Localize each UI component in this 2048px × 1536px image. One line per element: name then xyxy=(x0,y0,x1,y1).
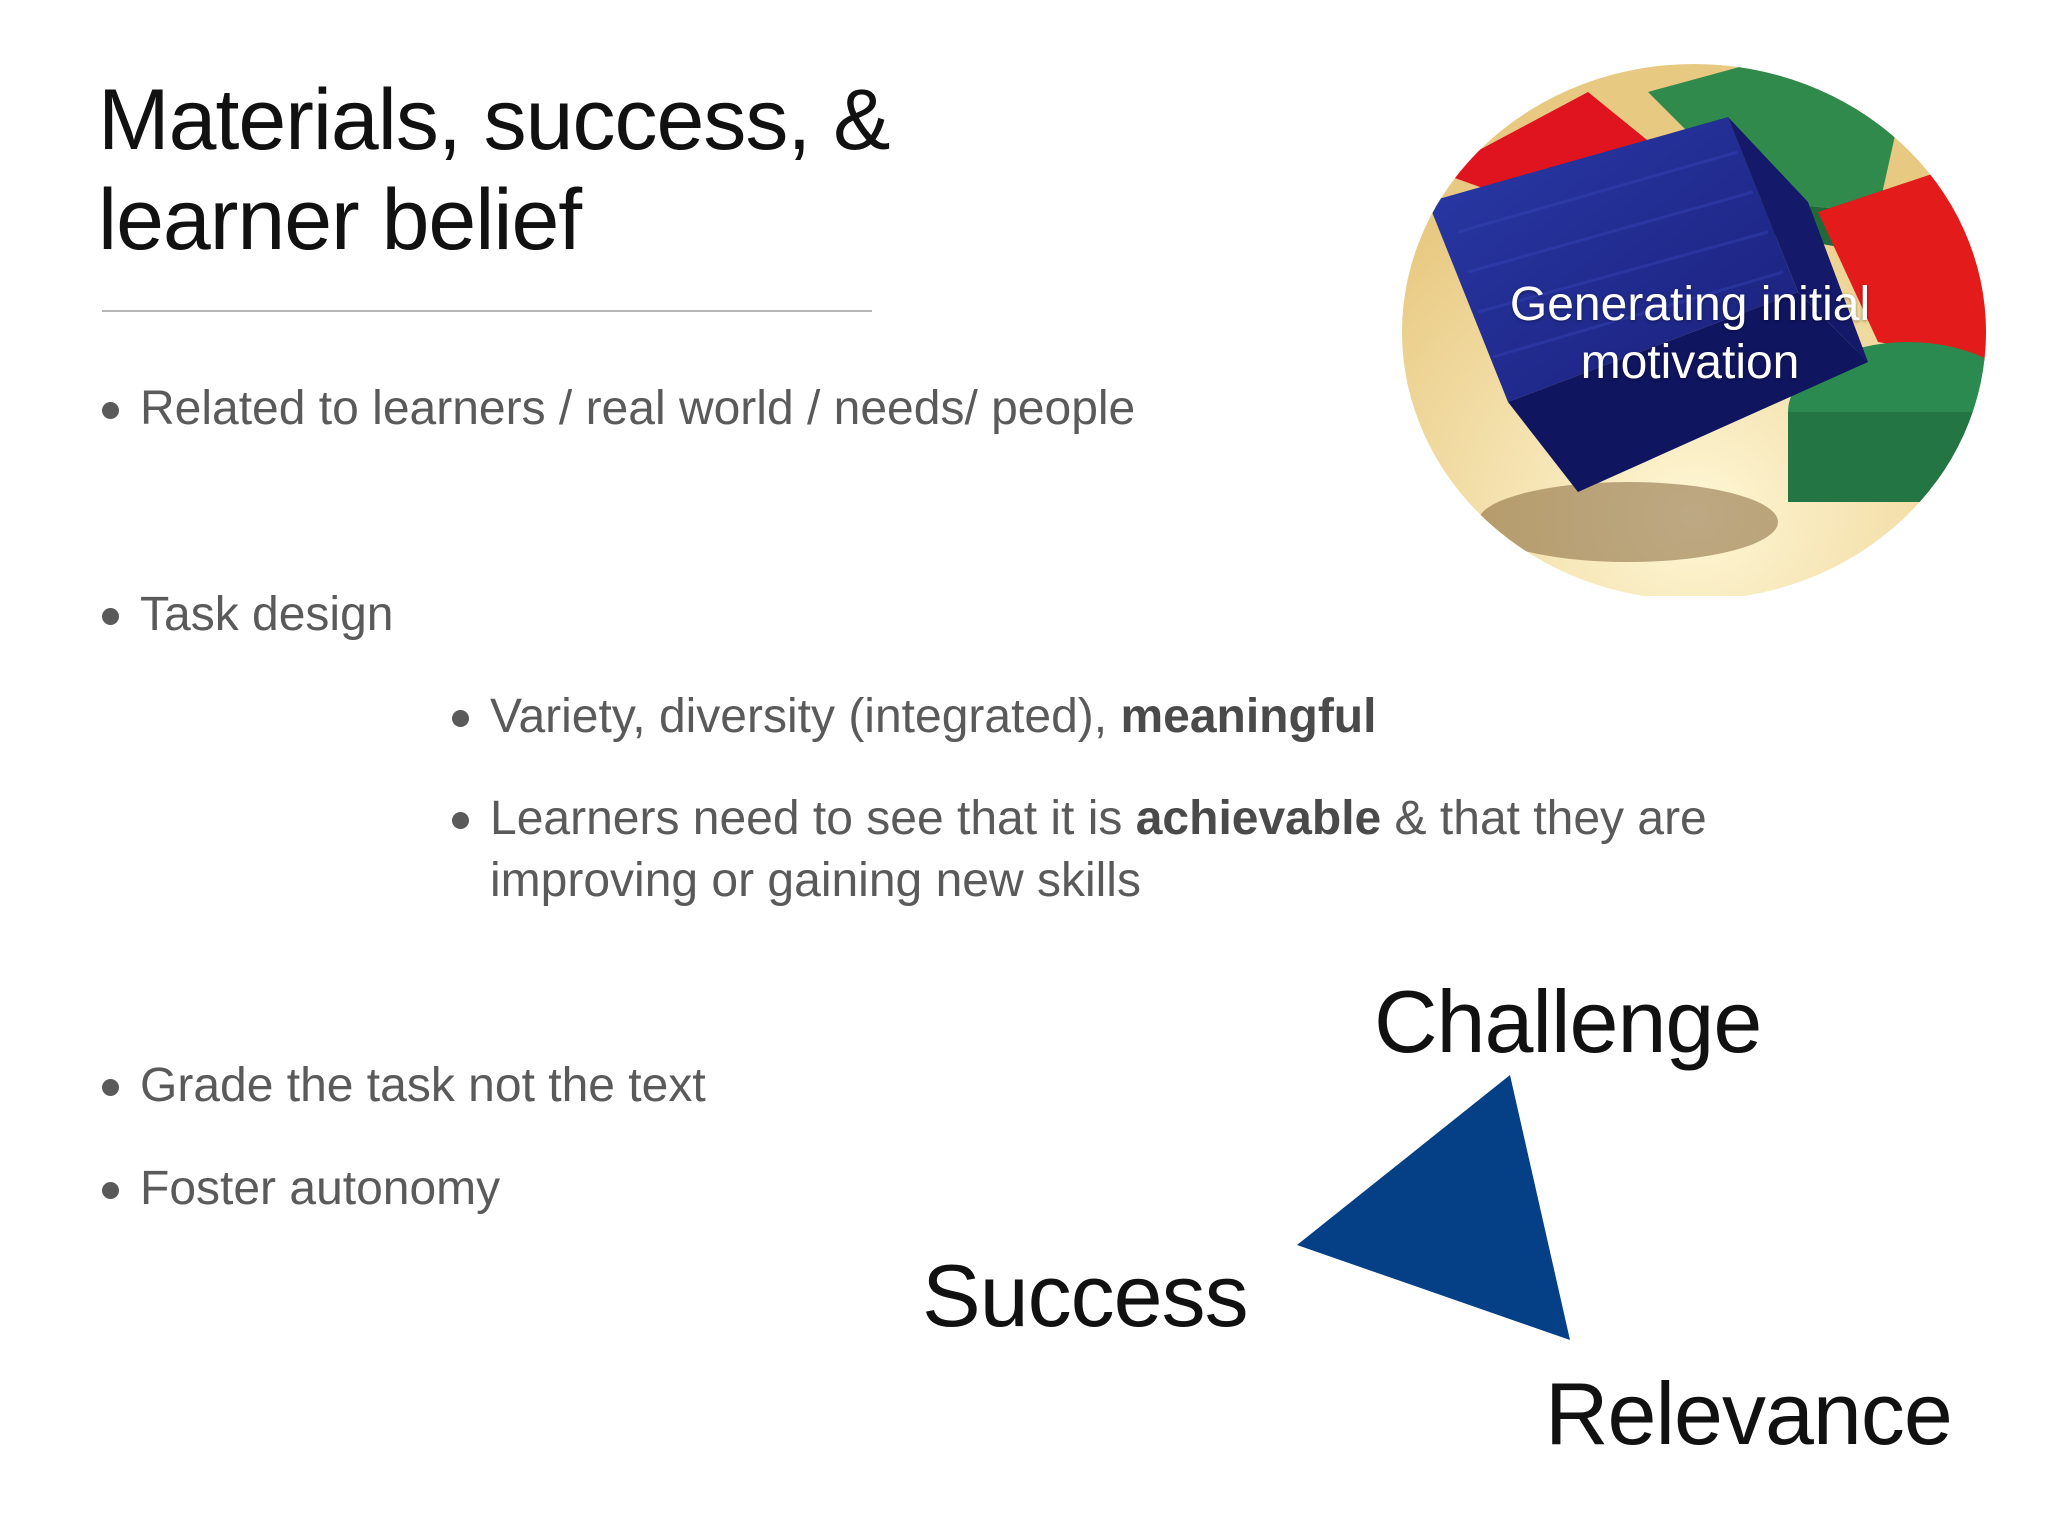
bullet-grade-task: Grade the task not the text xyxy=(100,1055,706,1117)
subbullet-achievable-text-1: Learners need to see that it is xyxy=(490,792,1136,845)
subbullet-achievable: Learners need to see that it is achievab… xyxy=(450,788,1890,912)
triangle-label-challenge: Challenge xyxy=(1374,972,1762,1071)
title-line-2: learner belief xyxy=(98,172,582,268)
title-divider xyxy=(102,310,872,312)
photo-caption: Generating initial motivation xyxy=(1509,278,1871,389)
bullet-foster-autonomy-text: Foster autonomy xyxy=(140,1162,501,1215)
subbullet-variety: Variety, diversity (integrated), meaning… xyxy=(450,686,1376,748)
subbullet-achievable-text-2: & that they are improving or gaining new… xyxy=(490,792,1707,907)
bullet-foster-autonomy: Foster autonomy xyxy=(100,1158,500,1220)
wooden-blocks-photo-icon xyxy=(1402,64,1986,596)
subbullet-variety-text: Variety, diversity (integrated), xyxy=(490,690,1121,743)
triangle-label-relevance: Relevance xyxy=(1545,1364,1953,1463)
subbullet-achievable-bold: achievable xyxy=(1135,792,1382,845)
bullet-related-text: Related to learners / real world / needs… xyxy=(140,382,1136,435)
bullet-grade-task-text: Grade the task not the text xyxy=(140,1059,706,1112)
bullet-task-design: Task design xyxy=(100,584,393,646)
slide-title: Materials, success, & learner belief xyxy=(98,70,890,270)
subbullet-variety-bold: meaningful xyxy=(1120,690,1377,743)
bullet-related: Related to learners / real world / needs… xyxy=(100,378,1135,440)
title-line-1: Materials, success, & xyxy=(98,72,890,168)
triangle-shape xyxy=(1297,1075,1570,1340)
triangle-label-success: Success xyxy=(922,1246,1249,1345)
bullet-task-design-text: Task design xyxy=(140,588,394,641)
